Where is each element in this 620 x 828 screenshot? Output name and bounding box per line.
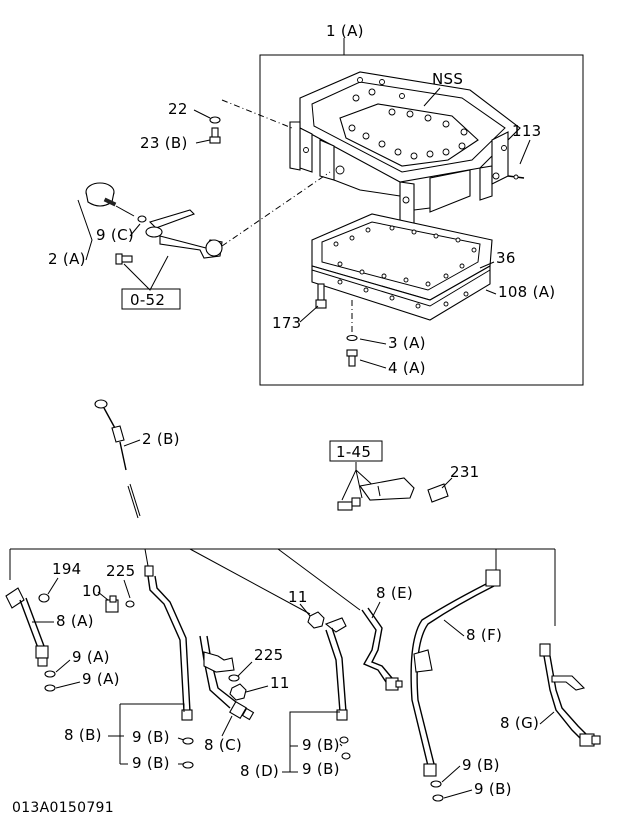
ref-box-0-52 xyxy=(121,288,181,310)
drain-gasket-3A xyxy=(346,334,358,342)
callout-9B-2: 9 (B) xyxy=(132,754,170,772)
oring-9B-5 xyxy=(430,780,442,788)
callout-8E: 8 (E) xyxy=(376,584,413,602)
callout-194: 194 xyxy=(52,560,82,578)
callout-8F: 8 (F) xyxy=(466,626,502,644)
bolt-near-2A xyxy=(115,253,133,265)
callout-108A: 108 (A) xyxy=(498,283,555,301)
oil-pan-lower-108A xyxy=(311,265,491,321)
callout-9B-3: 9 (B) xyxy=(302,736,340,754)
sleeve-231 xyxy=(427,483,449,503)
callout-8D: 8 (D) xyxy=(240,762,279,780)
ref-box-1-45 xyxy=(329,440,383,462)
callout-9A-1: 9 (A) xyxy=(72,648,110,666)
callout-11a: 11 xyxy=(288,588,308,606)
bolt-23B xyxy=(209,127,221,144)
bolt-173 xyxy=(315,283,327,309)
callout-9B-5: 9 (B) xyxy=(462,756,500,774)
callout-NSS: NSS xyxy=(432,70,463,88)
oring-9B-1 xyxy=(182,737,194,745)
callout-9B-6: 9 (B) xyxy=(474,780,512,798)
callout-2A: 2 (A) xyxy=(48,250,86,268)
callout-9C: 9 (C) xyxy=(96,226,134,244)
bolt-10 xyxy=(105,595,119,613)
oil-pan-assembly-frame xyxy=(259,54,584,386)
rim-bolt-holes xyxy=(348,77,468,160)
oring-9A-2 xyxy=(44,684,56,692)
washer-225-b xyxy=(228,674,240,682)
washer-22 xyxy=(209,116,221,124)
oring-9B-3 xyxy=(339,736,349,744)
oring-9C xyxy=(137,215,147,223)
callout-8B: 8 (B) xyxy=(64,726,102,744)
callout-225b: 225 xyxy=(254,646,284,664)
oil-pipe-8F xyxy=(410,569,501,777)
oil-filler-cap xyxy=(85,182,117,207)
callout-113: 113 xyxy=(512,122,542,140)
callout-36: 36 xyxy=(496,249,516,267)
callout-23B: 23 (B) xyxy=(140,134,188,152)
oil-pan-upper-body xyxy=(289,71,521,237)
oil-pipe-8A xyxy=(5,587,49,667)
callout-2B: 2 (B) xyxy=(142,430,180,448)
callout-8G: 8 (G) xyxy=(500,714,539,732)
oil-pipe-8D xyxy=(307,611,348,721)
ref-0-52: 0-52 xyxy=(130,291,165,309)
callout-9A-2: 9 (A) xyxy=(82,670,120,688)
oil-strainer-pipe xyxy=(145,209,223,259)
oring-9B-4 xyxy=(341,752,351,760)
callout-leader-nss xyxy=(423,87,441,107)
callout-22: 22 xyxy=(168,100,188,118)
oil-pipe-8G xyxy=(539,643,601,747)
callout-231: 231 xyxy=(450,463,480,481)
callout-9B-1: 9 (B) xyxy=(132,728,170,746)
callout-3A: 3 (A) xyxy=(388,334,426,352)
oring-9B-2 xyxy=(182,761,194,769)
oil-pipe-8B xyxy=(144,565,193,721)
callout-173: 173 xyxy=(272,314,302,332)
oil-pipe-8C xyxy=(199,635,255,721)
callout-1A: 1 (A) xyxy=(326,22,364,40)
callout-11b: 11 xyxy=(270,674,290,692)
oring-9B-6 xyxy=(432,794,444,802)
washer-225-top xyxy=(125,600,135,608)
callout-10: 10 xyxy=(82,582,102,600)
callout-225a: 225 xyxy=(106,562,136,580)
diagram-id: 013A0150791 xyxy=(12,800,114,816)
callout-8A: 8 (A) xyxy=(56,612,94,630)
oil-pipe-8E xyxy=(361,607,403,691)
callout-8C: 8 (C) xyxy=(204,736,242,754)
nut-11-b xyxy=(229,683,247,701)
ref-1-45: 1-45 xyxy=(336,443,371,461)
drain-plug-4A xyxy=(346,349,358,367)
dipstick-2B xyxy=(94,399,141,519)
bracket-assembly xyxy=(337,477,415,511)
callout-9B-4: 9 (B) xyxy=(302,760,340,778)
oring-9A-1 xyxy=(44,670,56,678)
washer-194 xyxy=(38,593,50,603)
callout-4A: 4 (A) xyxy=(388,359,426,377)
